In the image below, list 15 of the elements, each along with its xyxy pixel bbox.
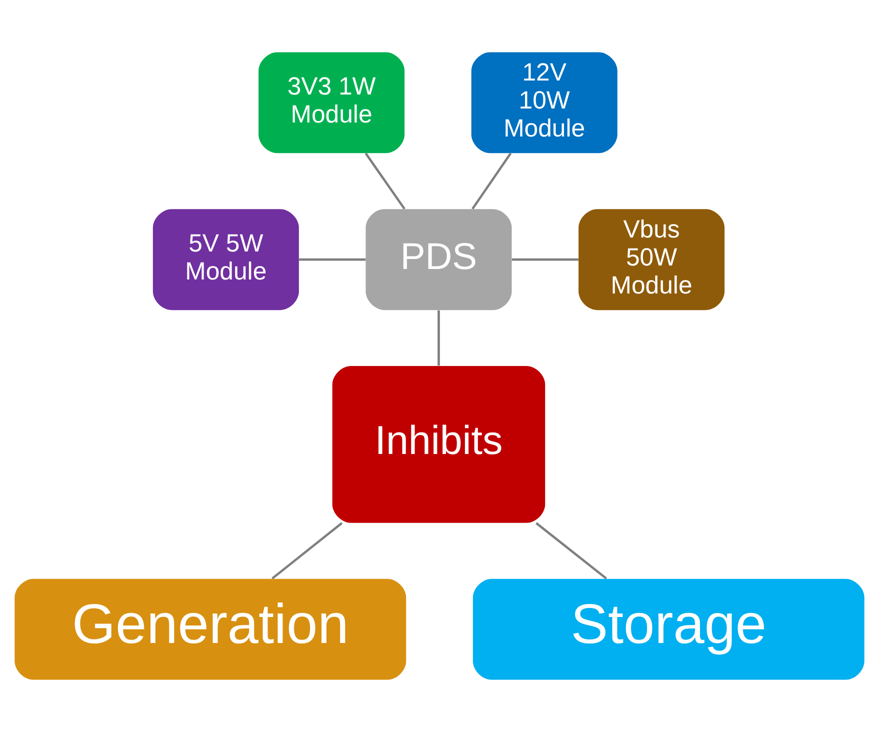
node-box: PDS [366,209,512,310]
connector [472,152,512,210]
node-box: Storage [472,578,864,680]
node-box: 5V 5W Module [152,209,299,310]
node-box: 3V3 1W Module [258,52,405,154]
connector [438,310,440,366]
connector [299,258,366,261]
node-box: Generation [14,578,406,680]
connector [536,522,608,580]
connector [272,522,343,580]
connector [512,258,578,261]
node-box: 12V 10W Module [471,52,618,154]
node-box: Inhibits [332,366,546,523]
connector [364,152,406,210]
node-box: Vbus 50W Module [578,209,725,310]
